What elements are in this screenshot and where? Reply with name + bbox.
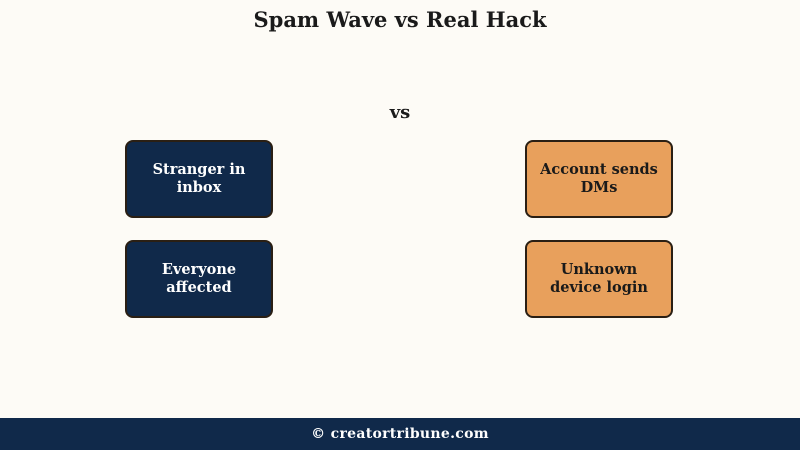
spam-box-everyone-affected: Everyone affected (125, 240, 273, 318)
diagram-title: Spam Wave vs Real Hack (253, 7, 547, 32)
vs-label: vs (389, 102, 411, 123)
footer-bar: © creatortribune.com (0, 418, 800, 450)
hack-box-account-sends-dms: Account sends DMs (525, 140, 673, 218)
hack-box-unknown-device-login: Unknown device login (525, 240, 673, 318)
spam-box-stranger-in-inbox: Stranger in inbox (125, 140, 273, 218)
footer-credit[interactable]: © creatortribune.com (311, 426, 489, 442)
